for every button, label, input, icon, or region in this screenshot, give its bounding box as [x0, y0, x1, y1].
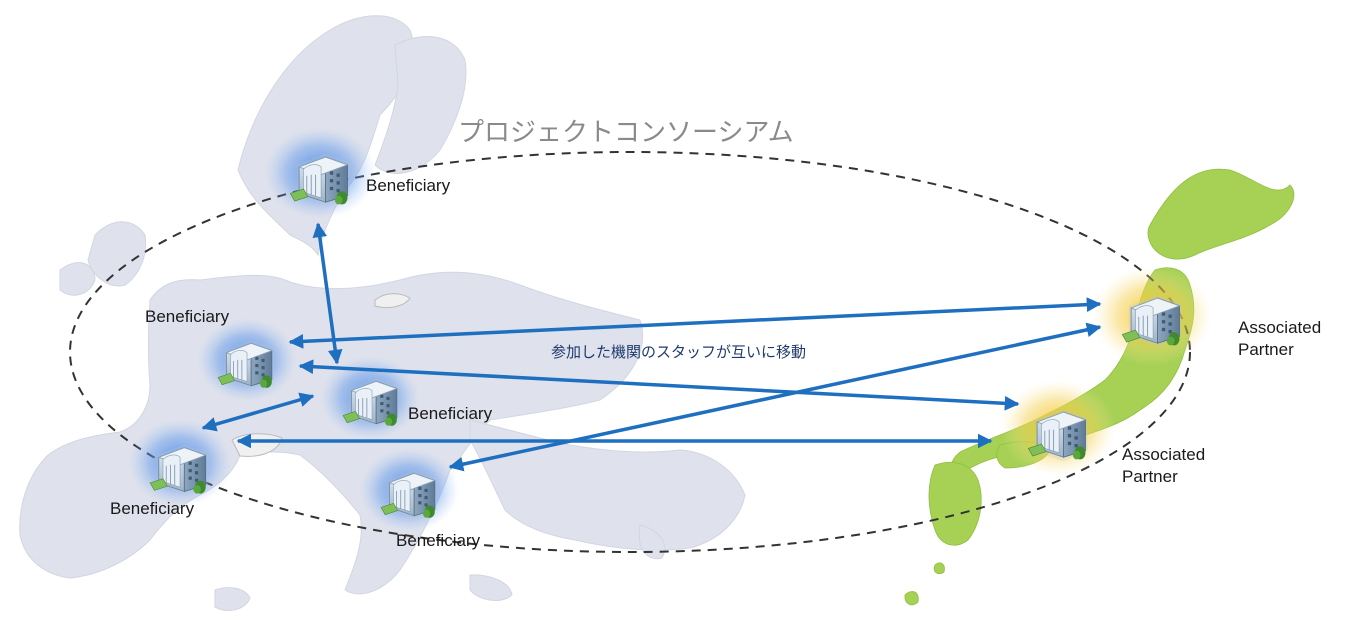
arrow-se-jp-north [448, 322, 1102, 472]
beneficiary-center-label: Beneficiary [408, 404, 493, 423]
partner-north-line1: Associated [1238, 318, 1322, 337]
partner-north-label: Associated Partner [1238, 317, 1321, 361]
arrow-sw-center [201, 392, 315, 432]
partner-north-line2: Partner [1238, 340, 1294, 359]
beneficiary-southeast-label: Beneficiary [396, 531, 481, 550]
partner-south-line2: Partner [1122, 467, 1178, 486]
partner-south-label: Associated Partner [1122, 444, 1205, 488]
beneficiary-north-label: Beneficiary [366, 176, 451, 195]
mobility-label: 参加した機関のスタッフが互いに移動 [551, 343, 807, 361]
consortium-title: プロジェクトコンソーシアム [458, 118, 794, 148]
arrows [201, 222, 1102, 472]
beneficiary-southwest-label: Beneficiary [110, 499, 195, 518]
partner-south-line1: Associated [1122, 445, 1206, 464]
beneficiary-west-label: Beneficiary [145, 307, 230, 326]
japan-map [904, 168, 1295, 606]
